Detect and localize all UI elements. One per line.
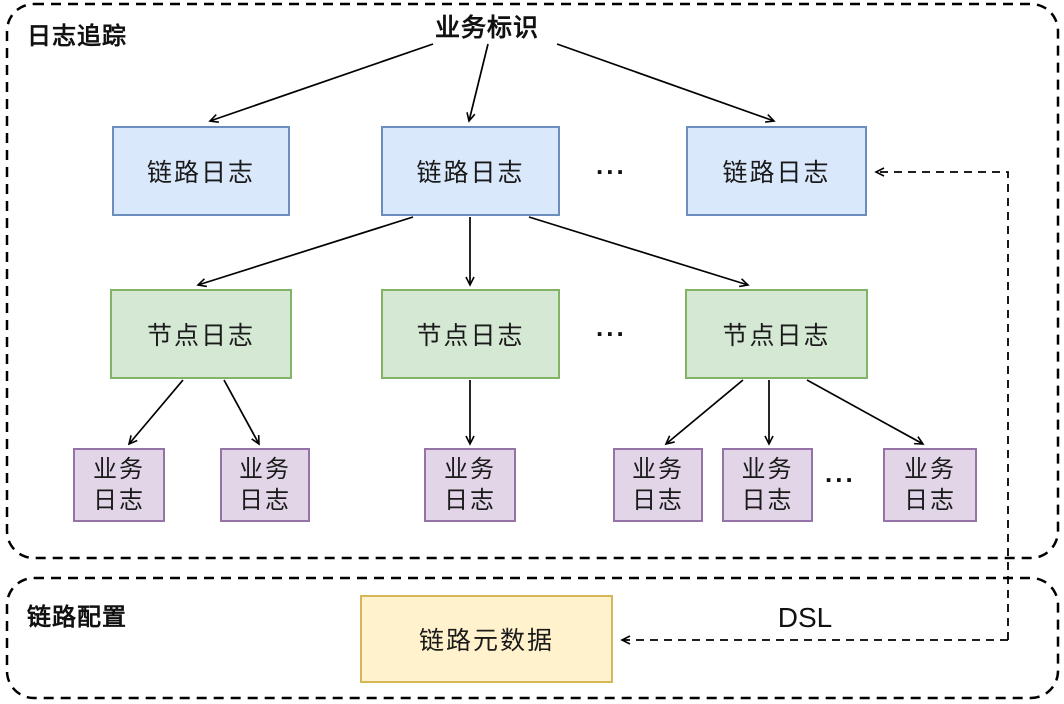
node-log-node-3: 节点日志 [685, 289, 868, 379]
biz-log-node-5: 业务 日志 [722, 448, 813, 522]
edge-root-to-link3 [556, 43, 776, 123]
biz-log-label: 业务 日志 [632, 455, 684, 514]
biz-log-node-6: 业务 日志 [883, 448, 977, 522]
edge-root-to-link2 [466, 43, 489, 123]
dsl-edge-label: DSL [777, 602, 833, 633]
biz-log-label: 业务 日志 [239, 455, 291, 514]
biz-log-label: 业务 日志 [93, 455, 145, 514]
biz-log-label: 业务 日志 [904, 455, 956, 514]
node-row-ellipsis: ... [596, 312, 627, 342]
biz-log-node-2: 业务 日志 [220, 448, 310, 522]
root-business-identifier-label: 业务标识 [434, 14, 539, 42]
container-log-tracing-title: 日志追踪 [27, 23, 127, 50]
container-link-config-title: 链路配置 [27, 604, 127, 631]
edge-node1-to-biz1 [127, 379, 184, 446]
link-log-node-2: 链路日志 [381, 126, 560, 216]
node-log-label: 节点日志 [416, 322, 525, 350]
link-log-label: 链路日志 [722, 159, 831, 187]
biz-log-node-1: 业务 日志 [73, 448, 165, 522]
biz-log-node-3: 业务 日志 [424, 448, 516, 522]
link-metadata-label: 链路元数据 [418, 627, 554, 655]
biz-log-node-4: 业务 日志 [613, 448, 703, 522]
node-log-label: 节点日志 [146, 322, 255, 350]
edge-dsl-to-link3 [874, 167, 1009, 640]
edge-node1-to-biz2 [223, 379, 260, 446]
biz-log-label: 业务 日志 [741, 455, 794, 514]
node-log-node-1: 节点日志 [110, 289, 292, 379]
edge-root-to-link1 [208, 43, 434, 123]
link-row-ellipsis: ... [596, 150, 627, 180]
link-log-label: 链路日志 [146, 159, 255, 187]
link-metadata-node: 链路元数据 [360, 595, 613, 683]
node-log-label: 节点日志 [722, 322, 831, 350]
link-log-node-1: 链路日志 [112, 126, 290, 216]
link-log-node-3: 链路日志 [686, 126, 867, 216]
edge-link2-to-node1 [196, 216, 414, 288]
link-log-label: 链路日志 [416, 159, 525, 187]
node-log-node-2: 节点日志 [381, 289, 560, 379]
biz-row-ellipsis: ... [825, 458, 856, 488]
edge-link2-to-node3 [528, 216, 750, 288]
edge-node3-to-biz6 [806, 379, 925, 445]
edge-node3-to-biz4 [664, 379, 744, 446]
biz-log-label: 业务 日志 [444, 455, 496, 514]
